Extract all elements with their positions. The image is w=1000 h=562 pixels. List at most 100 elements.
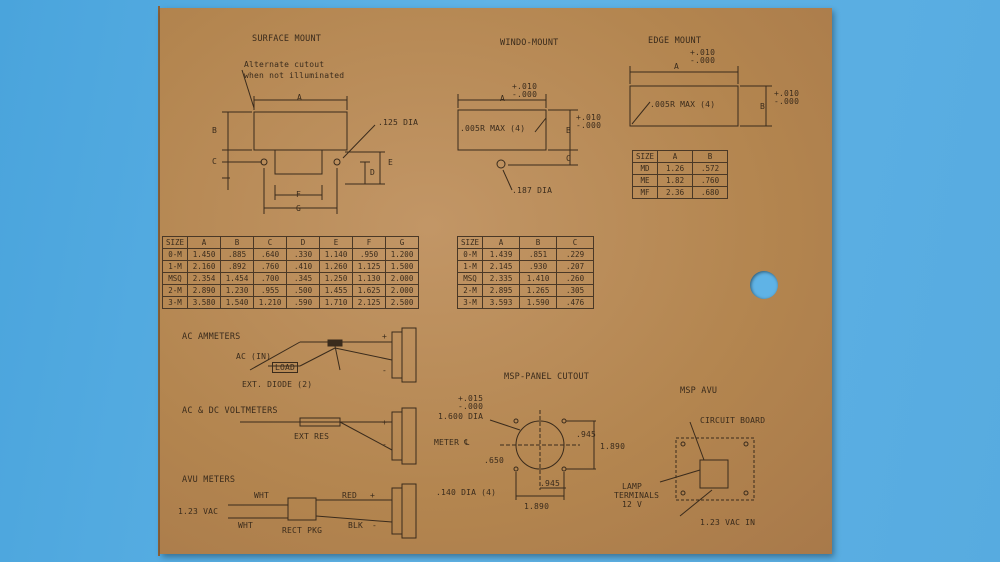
edge-tol-a2: -.000: [690, 56, 716, 65]
table-cell: 1.450: [187, 248, 222, 261]
table-header: B: [519, 236, 558, 249]
avu-vac: 1.23 VAC: [178, 507, 219, 516]
table-cell: 0-M: [161, 248, 189, 261]
cutout-1890-b: 1.890: [524, 502, 550, 511]
table-cell: 1.590: [519, 296, 558, 309]
table-cell: 2.335: [482, 272, 521, 285]
table-cell: 2.160: [187, 260, 222, 273]
table-cell: 1.230: [220, 284, 255, 297]
table-cell: 2.895: [482, 284, 521, 297]
windo-tol-a2: -.000: [512, 90, 538, 99]
cardboard-template: [160, 8, 832, 554]
table-row: 2-M 2.895 1.265 .305: [456, 284, 595, 297]
table-cell: 1.710: [319, 296, 354, 309]
table-header: D: [286, 236, 321, 249]
table-cell: 1-M: [456, 260, 484, 273]
table-header: B: [220, 236, 255, 249]
table-cell: .500: [286, 284, 321, 297]
windo-radius: .005R MAX (4): [460, 124, 526, 133]
table-cell: .930: [519, 260, 558, 273]
voltmeter-ext-res: EXT RES: [294, 432, 330, 441]
windo-mount-size-table: SIZE A B C 0-M 1.439 .851 .229 1-M 2.145…: [456, 236, 595, 309]
table-cell: 1.250: [319, 272, 354, 285]
table-cell: 2.500: [385, 296, 420, 309]
avu-meters-heading: AVU METERS: [182, 475, 236, 485]
surface-dim-a: A: [297, 93, 303, 102]
voltmeter-minus: -: [382, 440, 388, 449]
table-cell: 1.454: [220, 272, 255, 285]
windo-dim-c: C: [566, 154, 572, 163]
table-cell: .955: [253, 284, 288, 297]
cutout-meter-cl: METER ℄: [434, 438, 470, 447]
table-header: A: [187, 236, 222, 249]
table-cell: .640: [253, 248, 288, 261]
msp-lamp-1: LAMP: [622, 482, 643, 491]
card-edge: [158, 6, 160, 556]
avu-red: RED: [342, 491, 358, 500]
table-cell: 1-M: [161, 260, 189, 273]
surface-note-2: when not illuminated: [244, 71, 345, 80]
edge-mount-drawing: [629, 66, 772, 127]
avu-blk: BLK: [348, 521, 364, 530]
table-cell: 2.354: [187, 272, 222, 285]
table-cell: ME: [631, 174, 659, 187]
table-cell: 0-M: [456, 248, 484, 261]
msp-lamp-3: 12 V: [622, 500, 643, 509]
windo-tol-b: +.010: [576, 113, 602, 122]
edge-tol-b2: -.000: [774, 97, 800, 106]
table-cell: 1.140: [319, 248, 354, 261]
table-cell: 2-M: [456, 284, 484, 297]
surface-dim-c: C: [212, 157, 218, 166]
windo-dim-b: B: [566, 126, 572, 135]
cutout-dia: 1.600 DIA: [438, 412, 484, 421]
msp-lamp-2: TERMINALS: [614, 491, 660, 500]
table-cell: .885: [220, 248, 255, 261]
table-header-row: SIZE A B C D E F G: [161, 236, 420, 249]
table-cell: 1.625: [352, 284, 387, 297]
table-cell: MF: [631, 186, 659, 199]
table-cell: 2.890: [187, 284, 222, 297]
table-cell: 2.36: [657, 186, 694, 199]
table-cell: .680: [692, 186, 729, 199]
ammeter-diode: EXT. DIODE (2): [242, 380, 313, 389]
table-row: 3-M 3.580 1.540 1.210 .590 1.710 2.125 2…: [161, 296, 420, 309]
table-header: SIZE: [631, 150, 659, 163]
table-cell: 3-M: [161, 296, 189, 309]
table-cell: .305: [556, 284, 595, 297]
surface-dim-g: G: [296, 204, 302, 213]
table-cell: 1.265: [519, 284, 558, 297]
avu-wht-top: WHT: [254, 491, 270, 500]
table-cell: 2.145: [482, 260, 521, 273]
table-header-row: SIZE A B: [631, 150, 729, 163]
cutout-tol-2: -.000: [458, 402, 484, 411]
table-header: C: [556, 236, 595, 249]
voltmeter-drawing: [240, 407, 417, 465]
avu-rect-pkg: RECT PKG: [282, 526, 323, 535]
surface-dim-f: F: [296, 190, 302, 199]
table-header: F: [352, 236, 387, 249]
table-cell: 1.200: [385, 248, 420, 261]
table-cell: 1.260: [319, 260, 354, 273]
surface-mount-drawing: [222, 69, 385, 214]
table-cell: .892: [220, 260, 255, 273]
table-header: G: [385, 236, 420, 249]
table-cell: 1.130: [352, 272, 387, 285]
table-cell: MSQ: [161, 272, 189, 285]
table-cell: MSQ: [456, 272, 484, 285]
windo-mount-heading: WINDO-MOUNT: [500, 38, 559, 48]
edge-tol-a: +.010: [690, 48, 716, 57]
surface-dim-d: D: [370, 168, 376, 177]
avu-minus: -: [372, 521, 378, 530]
table-cell: 3.593: [482, 296, 521, 309]
cutout-1890-a: 1.890: [600, 442, 626, 451]
table-cell: 2.000: [385, 272, 420, 285]
table-cell: 1.500: [385, 260, 420, 273]
edge-mount-size-table: SIZE A B MD 1.26 .572 ME 1.82 .760 MF 2.…: [631, 150, 729, 199]
table-row: 0-M 1.450 .885 .640 .330 1.140 .950 1.20…: [161, 248, 420, 261]
table-cell: .700: [253, 272, 288, 285]
msp-panel-cutout-heading: MSP-PANEL CUTOUT: [504, 372, 590, 382]
table-row: 1-M 2.145 .930 .207: [456, 260, 595, 273]
edge-dim-a: A: [674, 62, 680, 71]
table-row: ME 1.82 .760: [631, 174, 729, 187]
